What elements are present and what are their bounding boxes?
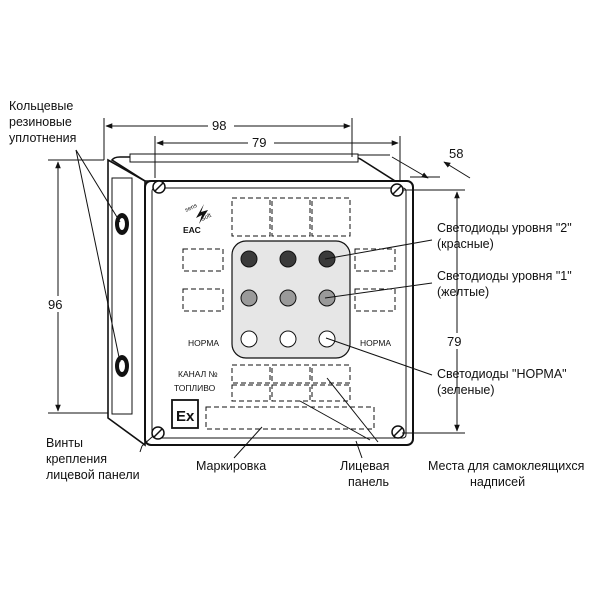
svg-text:(желтые): (желтые) bbox=[437, 285, 489, 299]
svg-text:Лицевая: Лицевая bbox=[340, 459, 389, 473]
led-green-3 bbox=[318, 330, 336, 348]
callout-led-green: Светодиоды "НОРМА" (зеленые) bbox=[437, 367, 567, 397]
norma-label-left: НОРМА bbox=[188, 338, 219, 348]
fuel-label: ТОПЛИВО bbox=[174, 383, 216, 393]
led-yellow-1 bbox=[240, 289, 258, 307]
svg-text:ЕАС: ЕАС bbox=[183, 225, 201, 235]
svg-text:Винты: Винты bbox=[46, 436, 83, 450]
leader-lines bbox=[75, 149, 433, 459]
seal-ring-upper bbox=[115, 213, 129, 235]
dim-height-inner: 79 bbox=[447, 334, 461, 349]
screw-bottom-left bbox=[151, 426, 165, 440]
svg-text:уплотнения: уплотнения bbox=[9, 131, 76, 145]
svg-text:(зеленые): (зеленые) bbox=[437, 383, 495, 397]
screw-top-right bbox=[390, 183, 404, 197]
ex-mark: Ex bbox=[171, 399, 199, 429]
svg-text:Светодиоды уровня "2": Светодиоды уровня "2" bbox=[437, 221, 572, 235]
svg-text:надписей: надписей bbox=[470, 475, 525, 489]
eac-mark: ЕАС bbox=[183, 225, 201, 235]
svg-text:Светодиоды уровня "1": Светодиоды уровня "1" bbox=[437, 269, 572, 283]
manufacturer-logo: sens Soft bbox=[184, 203, 213, 224]
callout-screws: Винты крепления лицевой панели bbox=[46, 436, 140, 482]
svg-text:sens: sens bbox=[184, 203, 198, 214]
svg-text:Места для самоклеящихся: Места для самоклеящихся bbox=[428, 459, 584, 473]
dim-width-outer: 98 bbox=[212, 118, 226, 133]
callout-seals: Кольцевые резиновые уплотнения bbox=[9, 99, 76, 145]
led-red-1 bbox=[240, 250, 258, 268]
screw-top-left bbox=[152, 180, 166, 194]
svg-text:крепления: крепления bbox=[46, 452, 107, 466]
callout-led-red: Светодиоды уровня "2" (красные) bbox=[437, 221, 572, 251]
led-green-2 bbox=[279, 330, 297, 348]
norma-label-right: НОРМА bbox=[360, 338, 391, 348]
sticker-areas bbox=[182, 197, 396, 430]
led-green-1 bbox=[240, 330, 258, 348]
dim-width-inner: 79 bbox=[252, 135, 266, 150]
callout-led-yellow: Светодиоды уровня "1" (желтые) bbox=[437, 269, 572, 299]
svg-text:(красные): (красные) bbox=[437, 237, 494, 251]
svg-text:резиновые: резиновые bbox=[9, 115, 72, 129]
svg-text:лицевой панели: лицевой панели bbox=[46, 468, 140, 482]
dim-depth: 58 bbox=[449, 146, 463, 161]
screw-bottom-right bbox=[391, 425, 405, 439]
led-yellow-2 bbox=[279, 289, 297, 307]
seal-ring-lower bbox=[115, 355, 129, 377]
channel-label: КАНАЛ № bbox=[178, 369, 218, 379]
callout-stickers: Места для самоклеящихся надписей bbox=[428, 459, 584, 489]
dim-height-outer: 96 bbox=[48, 297, 62, 312]
svg-text:Кольцевые: Кольцевые bbox=[9, 99, 73, 113]
svg-text:Ex: Ex bbox=[176, 408, 195, 425]
svg-text:панель: панель bbox=[348, 475, 389, 489]
callout-marking: Маркировка bbox=[196, 459, 266, 473]
svg-text:Soft: Soft bbox=[200, 213, 213, 223]
callout-front-panel: Лицевая панель bbox=[340, 459, 389, 489]
svg-text:Светодиоды "НОРМА": Светодиоды "НОРМА" bbox=[437, 367, 567, 381]
led-red-2 bbox=[279, 250, 297, 268]
